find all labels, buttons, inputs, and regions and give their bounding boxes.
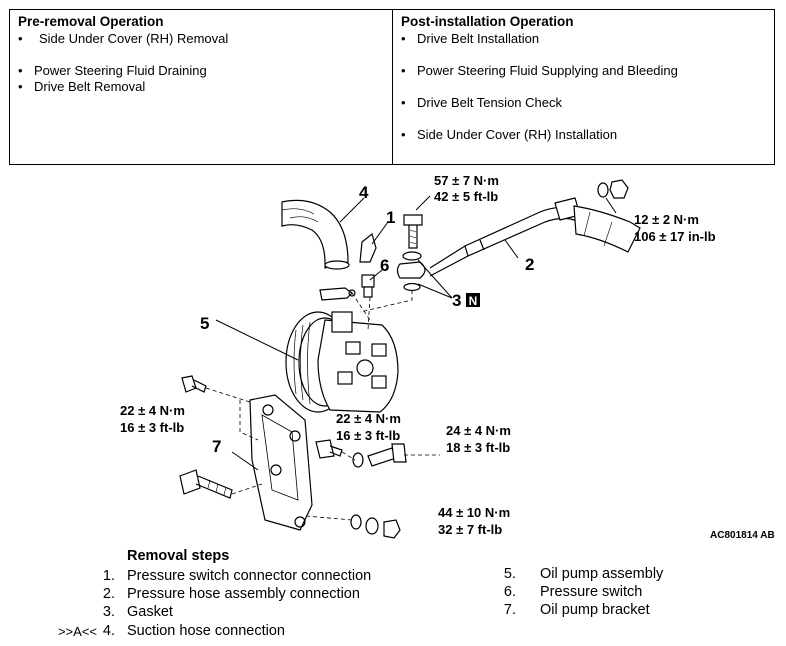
figure-id: AC801814 AB bbox=[710, 530, 775, 541]
callout-4: 4 bbox=[359, 183, 369, 202]
hose-clamp bbox=[319, 287, 353, 301]
eye-bolt bbox=[403, 214, 423, 226]
callout-5: 5 bbox=[200, 314, 209, 333]
pre-removal-item: •Side Under Cover (RH) Removal bbox=[18, 31, 229, 46]
torque-nm: 22 ± 4 N·m bbox=[336, 411, 401, 426]
post-installation-item: •Power Steering Fluid Supplying and Blee… bbox=[401, 63, 678, 78]
step-text: Oil pump bracket bbox=[540, 602, 650, 618]
removal-step: 6. Pressure switch bbox=[504, 583, 643, 601]
post-installation-item: •Side Under Cover (RH) Installation bbox=[401, 127, 618, 142]
pre-removal-item: •Drive Belt Removal bbox=[18, 79, 146, 94]
step-number: 1. bbox=[102, 568, 115, 584]
step-text: Gasket bbox=[127, 604, 173, 620]
step-number: 5. bbox=[503, 566, 516, 582]
torque-ftlb: 18 ± 3 ft-lb bbox=[446, 440, 510, 455]
procedure-reference: >>A<< bbox=[57, 624, 97, 639]
pre-removal-heading: Pre-removal Operation bbox=[18, 14, 164, 29]
torque-inlb: 106 ± 17 in-lb bbox=[634, 229, 716, 244]
removal-step: >>A<< 4. Suction hose connection bbox=[58, 622, 285, 640]
torque-nm: 57 ± 7 N·m bbox=[434, 173, 499, 188]
torque-nm: 24 ± 4 N·m bbox=[446, 423, 511, 438]
pre-removal-column: Pre-removal Operation •Side Under Cover … bbox=[10, 10, 393, 164]
step-number: 2. bbox=[102, 586, 115, 602]
torque-nm: 22 ± 4 N·m bbox=[120, 403, 185, 418]
step-number: 4. bbox=[102, 623, 115, 639]
connector-1 bbox=[359, 232, 377, 263]
removal-steps-heading: Removal steps bbox=[127, 548, 230, 564]
callout-7: 7 bbox=[212, 437, 221, 456]
torque-ftlb: 16 ± 3 ft-lb bbox=[336, 428, 400, 443]
removal-step: 1. Pressure switch connector connection bbox=[103, 567, 372, 585]
callout-3: 3 bbox=[452, 291, 461, 310]
callout-6: 6 bbox=[380, 256, 389, 275]
step-text: Oil pump assembly bbox=[540, 566, 664, 582]
removal-step: 7. Oil pump bracket bbox=[504, 601, 650, 619]
step-number: 7. bbox=[503, 602, 516, 618]
torque-ftlb: 16 ± 3 ft-lb bbox=[120, 420, 184, 435]
torque-ftlb: 42 ± 5 ft-lb bbox=[434, 189, 498, 204]
step-number: 6. bbox=[503, 584, 516, 600]
removal-step: 3. Gasket bbox=[103, 603, 173, 621]
oil-pump-bracket bbox=[249, 394, 313, 531]
pressure-switch-6 bbox=[361, 274, 375, 288]
new-part-badge bbox=[466, 293, 480, 307]
step-text: Pressure hose assembly connection bbox=[127, 586, 360, 602]
step-text: Pressure switch bbox=[540, 584, 643, 600]
step-text: Suction hose connection bbox=[127, 623, 285, 639]
suction-hose bbox=[281, 199, 349, 269]
step-number: 3. bbox=[102, 604, 115, 620]
torque-nm: 44 ± 10 N·m bbox=[438, 505, 510, 520]
long-bolt bbox=[179, 469, 201, 495]
new-part-badge-label: N bbox=[469, 294, 478, 308]
post-installation-heading: Post-installation Operation bbox=[401, 14, 574, 29]
removal-step: 2. Pressure hose assembly connection bbox=[103, 585, 360, 603]
post-installation-item: •Drive Belt Installation bbox=[401, 31, 540, 46]
pre-removal-item: •Power Steering Fluid Draining bbox=[18, 63, 207, 78]
operations-table: Pre-removal Operation •Side Under Cover … bbox=[9, 9, 775, 165]
torque-nm: 12 ± 2 N·m bbox=[634, 212, 699, 227]
step-text: Pressure switch connector connection bbox=[127, 568, 372, 584]
post-installation-column: Post-installation Operation •Drive Belt … bbox=[393, 10, 774, 164]
torque-ftlb: 32 ± 7 ft-lb bbox=[438, 522, 502, 537]
pump-body bbox=[317, 319, 399, 413]
callout-1: 1 bbox=[386, 208, 395, 227]
removal-step: 5. Oil pump assembly bbox=[504, 565, 664, 583]
post-installation-item: •Drive Belt Tension Check bbox=[401, 95, 562, 110]
oil-pump-exploded-diagram: 4 1 6 2 3 N 5 7 57 ± 7 N·m 42 ± 5 ft-lb … bbox=[120, 173, 716, 539]
callout-2: 2 bbox=[525, 255, 534, 274]
